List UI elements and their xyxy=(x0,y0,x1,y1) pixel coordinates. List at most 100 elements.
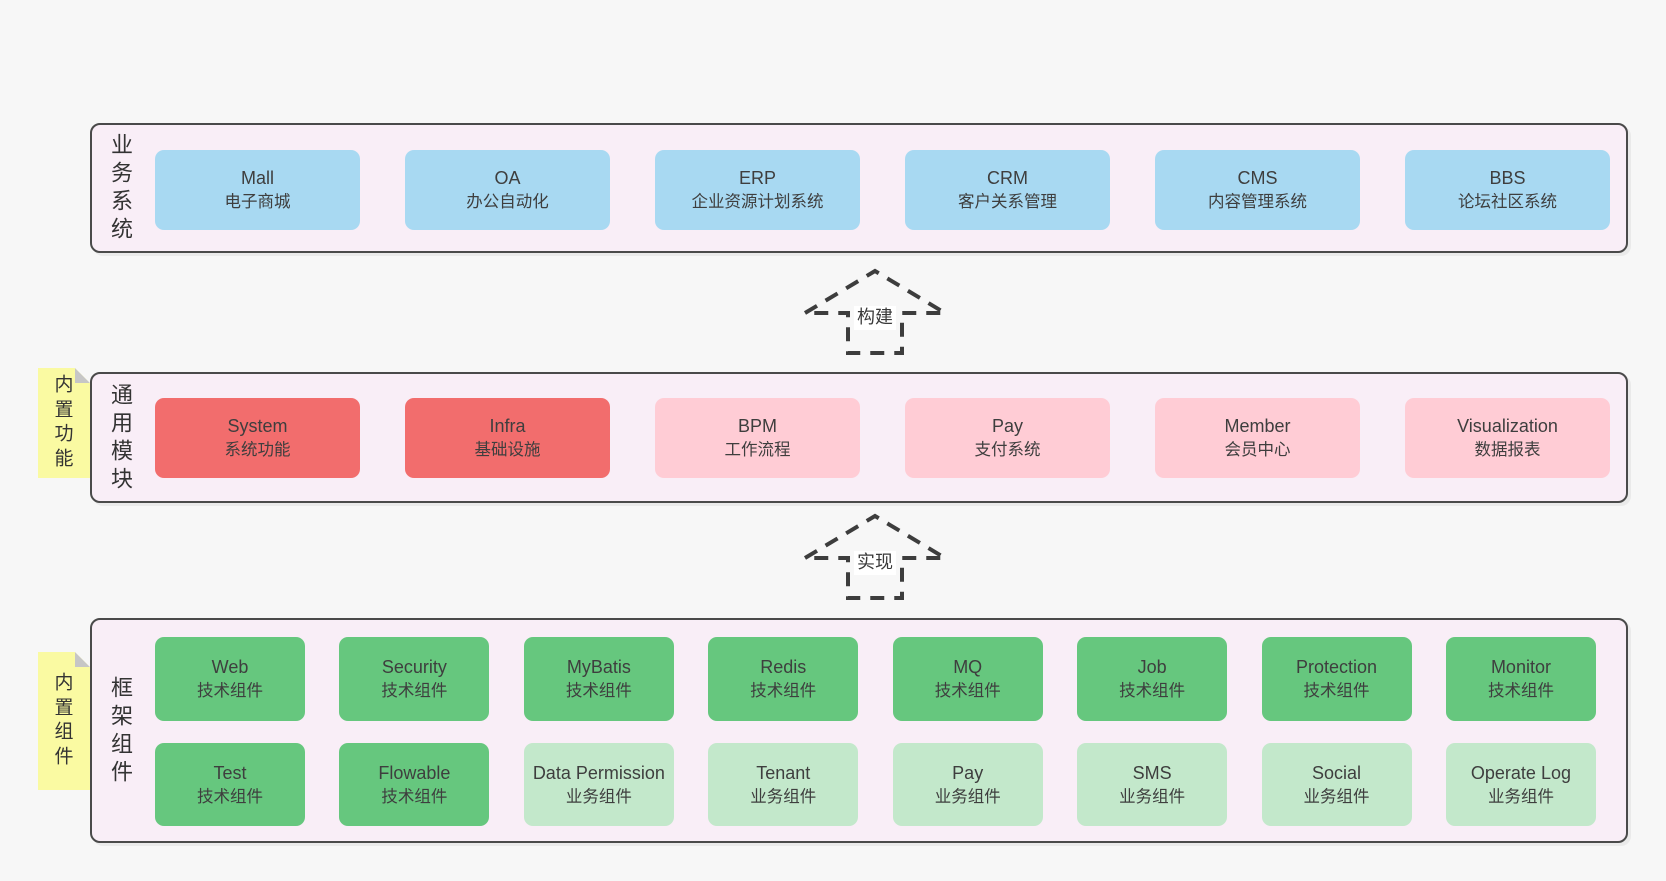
node-cms: CMS 内容管理系统 xyxy=(1155,150,1360,230)
panel-framework-components: 框架组件 Web 技术组件 Security 技术组件 MyBatis 技术组件… xyxy=(90,618,1628,843)
panel-body: Web 技术组件 Security 技术组件 MyBatis 技术组件 Redi… xyxy=(155,620,1596,841)
node-title: Visualization xyxy=(1457,416,1558,437)
node-title: Operate Log xyxy=(1470,762,1571,783)
node-subtitle: 业务组件 xyxy=(565,787,632,806)
panel-common-modules: 通用模块 System 系统功能 Infra 基础设施 BPM 工作流程 Pay… xyxy=(90,372,1628,503)
node-title: BPM xyxy=(737,416,777,437)
node-subtitle: 技术组件 xyxy=(565,682,632,701)
sticky-note-built-in-components: 内置组件 xyxy=(38,652,90,790)
node-title: Web xyxy=(211,657,249,678)
node-title: CRM xyxy=(987,168,1028,189)
node-protection: Protection 技术组件 xyxy=(1261,637,1412,721)
node-title: Pay xyxy=(952,762,984,783)
node-mybatis: MyBatis 技术组件 xyxy=(523,637,674,721)
node-member: Member 会员中心 xyxy=(1155,398,1360,478)
node-tenant: Tenant 业务组件 xyxy=(708,743,859,826)
node-data-permission: Data Permission 业务组件 xyxy=(523,743,674,826)
node-subtitle: 电子商城 xyxy=(224,193,291,212)
node-bbs: BBS 论坛社区系统 xyxy=(1405,150,1610,230)
node-subtitle: 技术组件 xyxy=(1487,682,1554,701)
node-title: CMS xyxy=(1237,168,1278,189)
node-subtitle: 工作流程 xyxy=(724,441,791,460)
node-visualization: Visualization 数据报表 xyxy=(1405,398,1610,478)
node-subtitle: 会员中心 xyxy=(1224,441,1291,460)
node-title: SMS xyxy=(1132,762,1172,783)
node-subtitle: 支付系统 xyxy=(974,441,1041,460)
arrow-label: 实现 xyxy=(854,551,896,575)
node-pay-component: Pay 业务组件 xyxy=(892,743,1043,826)
panel-business-systems: 业务系统 Mall 电子商城 OA 办公自动化 ERP 企业资源计划系统 CRM… xyxy=(90,123,1628,253)
node-security: Security 技术组件 xyxy=(339,637,490,721)
panel-body: System 系统功能 Infra 基础设施 BPM 工作流程 Pay 支付系统… xyxy=(155,374,1610,501)
node-title: MyBatis xyxy=(566,657,631,678)
arrow-build: 构建 xyxy=(795,266,955,358)
node-web: Web 技术组件 xyxy=(155,637,305,721)
node-subtitle: 技术组件 xyxy=(197,682,263,701)
node-row: Web 技术组件 Security 技术组件 MyBatis 技术组件 Redi… xyxy=(155,637,1596,721)
node-oa: OA 办公自动化 xyxy=(405,150,610,230)
node-title: Social xyxy=(1312,762,1362,783)
node-mq: MQ 技术组件 xyxy=(892,637,1043,721)
node-title: Job xyxy=(1137,657,1167,678)
node-subtitle: 办公自动化 xyxy=(466,193,549,212)
node-title: ERP xyxy=(738,168,776,189)
block-arrow-up-icon xyxy=(797,513,953,600)
node-title: Monitor xyxy=(1490,657,1551,678)
node-subtitle: 内容管理系统 xyxy=(1208,193,1307,212)
sticky-text: 内置功能 xyxy=(54,374,74,470)
node-subtitle: 业务组件 xyxy=(1119,787,1186,806)
sticky-text: 内置组件 xyxy=(54,672,74,768)
node-title: Protection xyxy=(1296,657,1378,678)
node-test: Test 技术组件 xyxy=(155,743,305,826)
node-title: Flowable xyxy=(378,762,451,783)
arrow-label: 构建 xyxy=(854,306,896,330)
node-subtitle: 论坛社区系统 xyxy=(1458,193,1557,212)
panel-vertical-label: 业务系统 xyxy=(110,132,133,243)
node-subtitle: 技术组件 xyxy=(1119,682,1186,701)
node-title: MQ xyxy=(953,657,983,678)
node-job: Job 技术组件 xyxy=(1077,637,1228,721)
node-row: System 系统功能 Infra 基础设施 BPM 工作流程 Pay 支付系统… xyxy=(155,398,1610,478)
node-social: Social 业务组件 xyxy=(1261,743,1412,826)
node-subtitle: 技术组件 xyxy=(750,682,817,701)
node-subtitle: 系统功能 xyxy=(224,441,291,460)
node-subtitle: 企业资源计划系统 xyxy=(691,193,824,212)
panel-body: Mall 电子商城 OA 办公自动化 ERP 企业资源计划系统 CRM 客户关系… xyxy=(155,125,1610,251)
node-sms: SMS 业务组件 xyxy=(1077,743,1228,826)
node-subtitle: 业务组件 xyxy=(750,787,817,806)
node-subtitle: 业务组件 xyxy=(934,787,1001,806)
node-subtitle: 数据报表 xyxy=(1474,441,1541,460)
node-subtitle: 业务组件 xyxy=(1303,787,1370,806)
node-subtitle: 业务组件 xyxy=(1487,787,1554,806)
node-pay-system: Pay 支付系统 xyxy=(905,398,1110,478)
node-subtitle: 基础设施 xyxy=(474,441,541,460)
sticky-note-built-in-features: 内置功能 xyxy=(38,368,90,478)
node-subtitle: 技术组件 xyxy=(197,787,263,806)
node-title: Redis xyxy=(760,657,807,678)
node-subtitle: 技术组件 xyxy=(1303,682,1370,701)
node-erp: ERP 企业资源计划系统 xyxy=(655,150,860,230)
node-row: Mall 电子商城 OA 办公自动化 ERP 企业资源计划系统 CRM 客户关系… xyxy=(155,150,1610,230)
node-subtitle: 客户关系管理 xyxy=(958,193,1057,212)
node-row: Test 技术组件 Flowable 技术组件 Data Permission … xyxy=(155,743,1596,826)
node-title: Infra xyxy=(489,416,526,437)
node-title: Tenant xyxy=(756,762,811,783)
node-title: Data Permission xyxy=(532,762,665,783)
node-subtitle: 技术组件 xyxy=(934,682,1001,701)
node-title: Security xyxy=(381,657,447,678)
block-arrow-up-icon xyxy=(797,268,953,355)
panel-vertical-label: 框架组件 xyxy=(110,675,133,785)
node-title: OA xyxy=(494,168,521,189)
node-crm: CRM 客户关系管理 xyxy=(905,150,1110,230)
node-flowable: Flowable 技术组件 xyxy=(339,743,490,826)
panel-vertical-label: 通用模块 xyxy=(110,382,133,492)
node-bpm: BPM 工作流程 xyxy=(655,398,860,478)
node-title: Pay xyxy=(991,416,1024,437)
node-title: System xyxy=(227,416,288,437)
node-monitor: Monitor 技术组件 xyxy=(1445,637,1596,721)
node-title: Test xyxy=(213,762,247,783)
node-title: Mall xyxy=(240,168,274,189)
node-system: System 系统功能 xyxy=(155,398,360,478)
arrow-implement: 实现 xyxy=(795,511,955,603)
node-subtitle: 技术组件 xyxy=(381,787,448,806)
